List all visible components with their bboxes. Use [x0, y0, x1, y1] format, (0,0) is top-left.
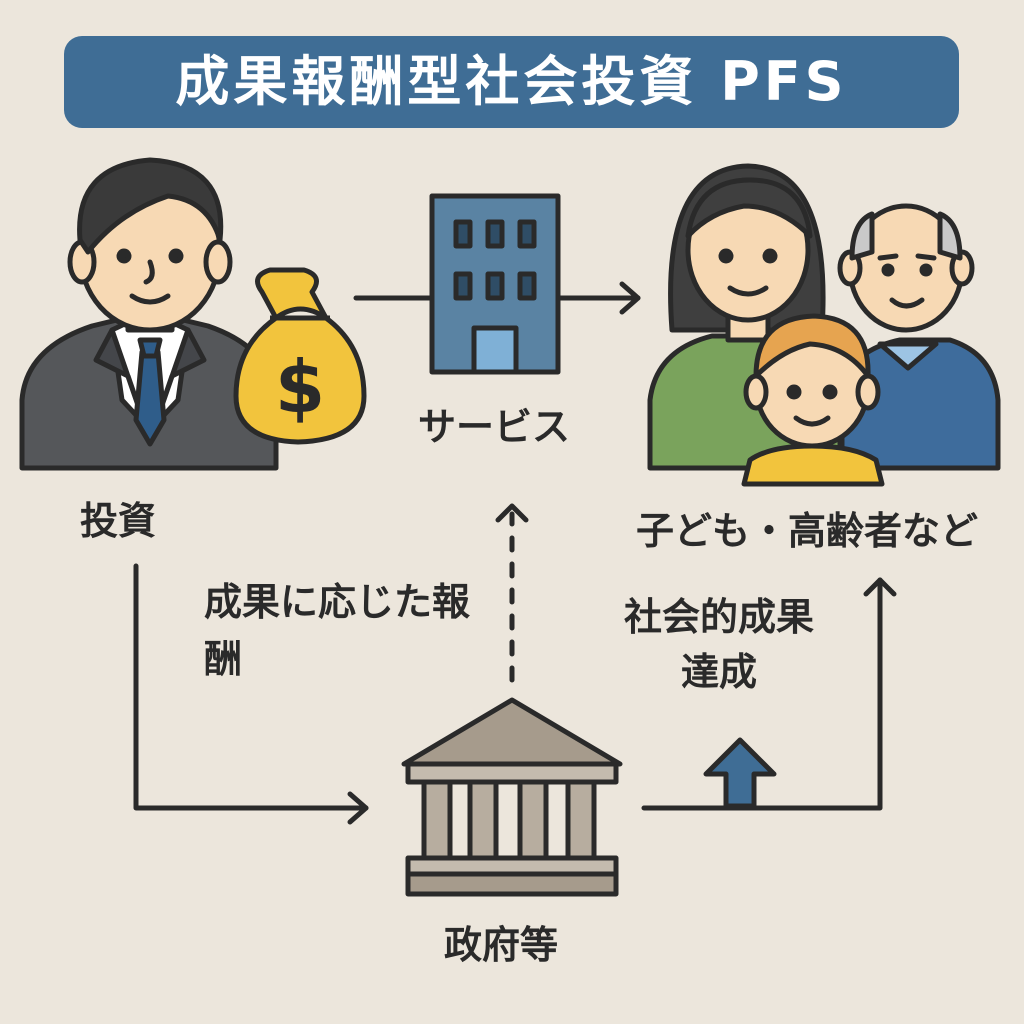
- arrow-service-to-beneficiaries: [555, 281, 641, 315]
- outcome-label: 社会的成果達成: [623, 595, 814, 695]
- reward-label: 成果に応じた報酬: [204, 580, 471, 681]
- dollar-symbol: $: [275, 345, 325, 429]
- government-building-icon: [401, 697, 623, 897]
- arrow-government-to-beneficiaries: [641, 577, 897, 811]
- outcome-up-arrow-icon: [703, 737, 777, 809]
- page-title: 成果報酬型社会投資 PFS: [175, 50, 848, 113]
- service-label: サービス: [418, 405, 571, 449]
- investment-label: 投資: [80, 499, 157, 543]
- arrow-investment-to-government: [133, 563, 369, 825]
- title-banner: 成果報酬型社会投資 PFS: [64, 36, 959, 128]
- investor-icon: [19, 157, 279, 471]
- beneficiaries-label: 子ども・高齢者など: [636, 509, 979, 553]
- service-building-icon: [429, 193, 561, 375]
- beneficiaries-icon: [647, 163, 1001, 487]
- money-bag-icon: [233, 267, 367, 445]
- dotted-arrow-reward: [495, 503, 529, 683]
- government-label: 政府等: [444, 923, 559, 967]
